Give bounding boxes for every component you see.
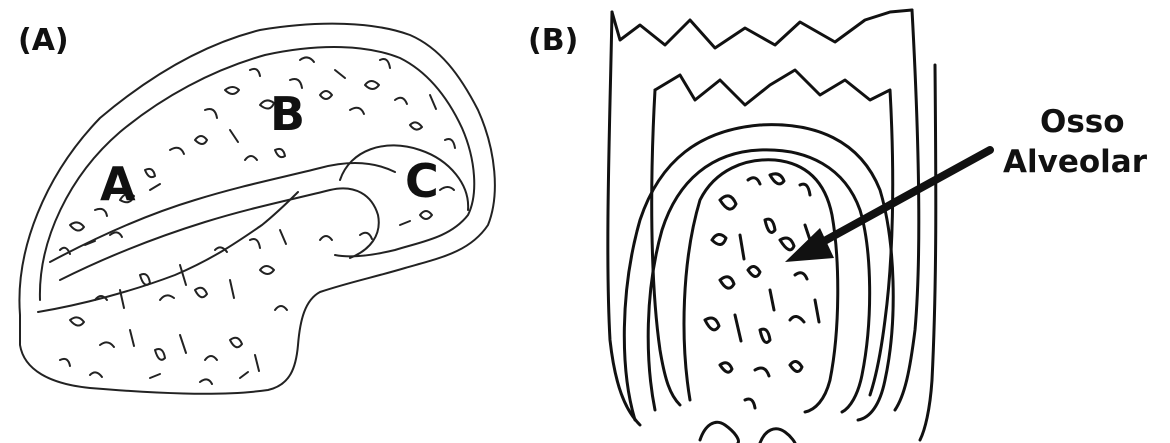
bone-outer-outline bbox=[19, 24, 494, 394]
alveolar-core bbox=[684, 160, 838, 412]
right-outer-wall bbox=[895, 10, 919, 410]
root-base-2 bbox=[760, 429, 795, 443]
gingiva-left bbox=[652, 90, 680, 405]
annotation-line-2: Alveolar bbox=[1003, 144, 1148, 180]
jaw-top-edge bbox=[612, 10, 912, 48]
annotation-line-1: Osso bbox=[1040, 104, 1125, 140]
right-outer-margin bbox=[920, 65, 936, 440]
region-label-c: C bbox=[405, 154, 439, 208]
panel-b: (B) bbox=[528, 10, 1148, 443]
region-label-b: B bbox=[270, 87, 305, 141]
region-label-a: A bbox=[100, 157, 136, 211]
cortical-band-lower bbox=[38, 192, 298, 312]
annotation-arrow bbox=[785, 150, 990, 262]
panel-a-label: (A) bbox=[18, 23, 69, 58]
root-base bbox=[700, 422, 738, 443]
alveolar-trabeculae bbox=[705, 174, 819, 408]
panel-b-label: (B) bbox=[528, 23, 578, 58]
trabecular-pattern bbox=[60, 57, 455, 384]
panel-a: (A) bbox=[18, 23, 495, 394]
